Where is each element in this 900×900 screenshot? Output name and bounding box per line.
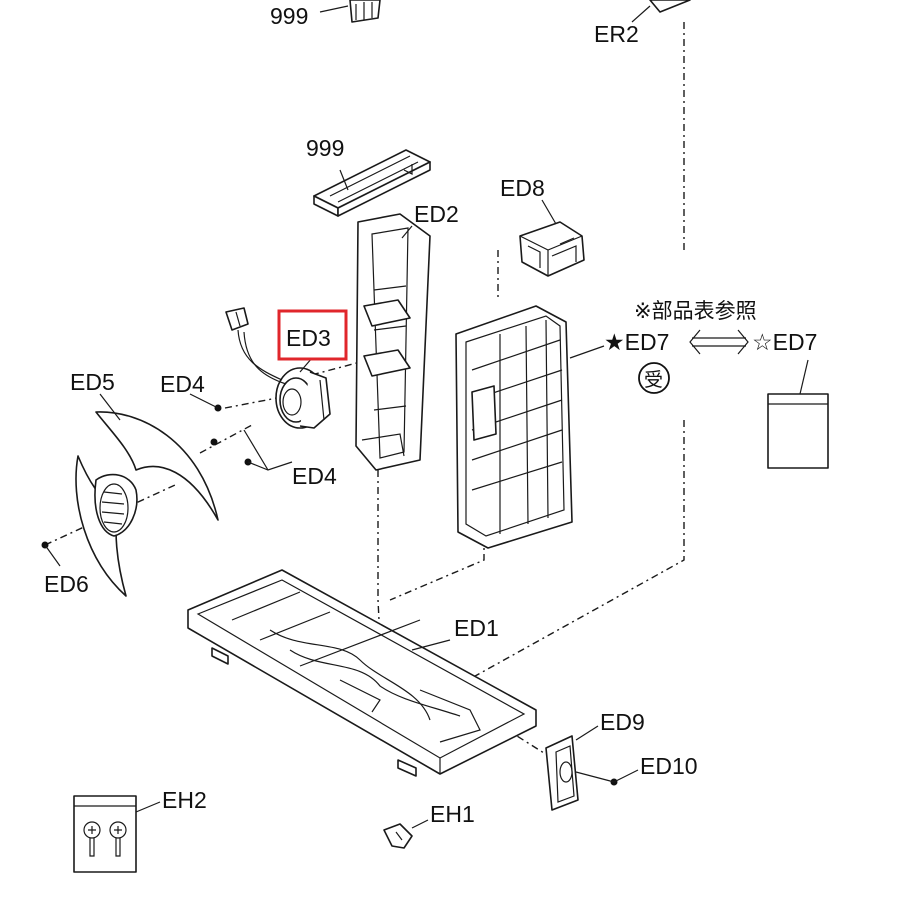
part-ed8-box — [519, 199, 585, 277]
ed3-highlight-box — [277, 309, 348, 361]
part-ed10-screw — [575, 769, 639, 786]
part-eh2-screw-bag — [73, 795, 161, 873]
order-mark — [638, 362, 670, 394]
label-ed7-left: ★ED7 — [604, 329, 669, 355]
part-labels: 999 ER2 999 ED8 ED2 ED3 ED5 ED4 ED4 ED6 … — [44, 3, 817, 827]
part-999-bracket — [313, 149, 431, 217]
label-ed2: ED2 — [414, 201, 459, 227]
label-note-ref: ※部品表参照 — [634, 299, 757, 323]
label-ed1: ED1 — [454, 615, 499, 641]
label-ed10: ED10 — [640, 753, 698, 779]
part-er2 — [631, 0, 691, 23]
label-order-mark: 受 — [644, 369, 663, 391]
label-er2: ER2 — [594, 21, 639, 47]
part-ed9-bracket — [545, 725, 599, 811]
label-ed6: ED6 — [44, 571, 89, 597]
label-ed9: ED9 — [600, 709, 645, 735]
label-ed7-right: ☆ED7 — [752, 329, 817, 355]
part-ed7-panel — [455, 305, 605, 549]
label-ed4-bottom: ED4 — [292, 463, 337, 489]
label-eh2: EH2 — [162, 787, 207, 813]
label-ed3: ED3 — [286, 325, 331, 351]
double-arrow-icon — [689, 329, 749, 355]
label-ed5: ED5 — [70, 369, 115, 395]
label-ed4-top: ED4 — [160, 371, 205, 397]
label-eh1: EH1 — [430, 801, 475, 827]
part-eh1-clip — [383, 819, 429, 849]
part-ed7-packaged — [767, 359, 829, 469]
label-999-top: 999 — [270, 3, 308, 29]
label-999-bracket: 999 — [306, 135, 344, 161]
part-999-top — [319, 0, 381, 23]
part-ed3-fan-motor — [225, 307, 331, 429]
part-ed5-fan — [75, 393, 219, 597]
part-ed4-screws — [189, 393, 293, 471]
part-ed2-partition-plate — [355, 213, 431, 471]
part-ed6-nut — [41, 541, 61, 567]
label-ed8: ED8 — [500, 175, 545, 201]
part-ed1-base-plate — [187, 569, 537, 777]
